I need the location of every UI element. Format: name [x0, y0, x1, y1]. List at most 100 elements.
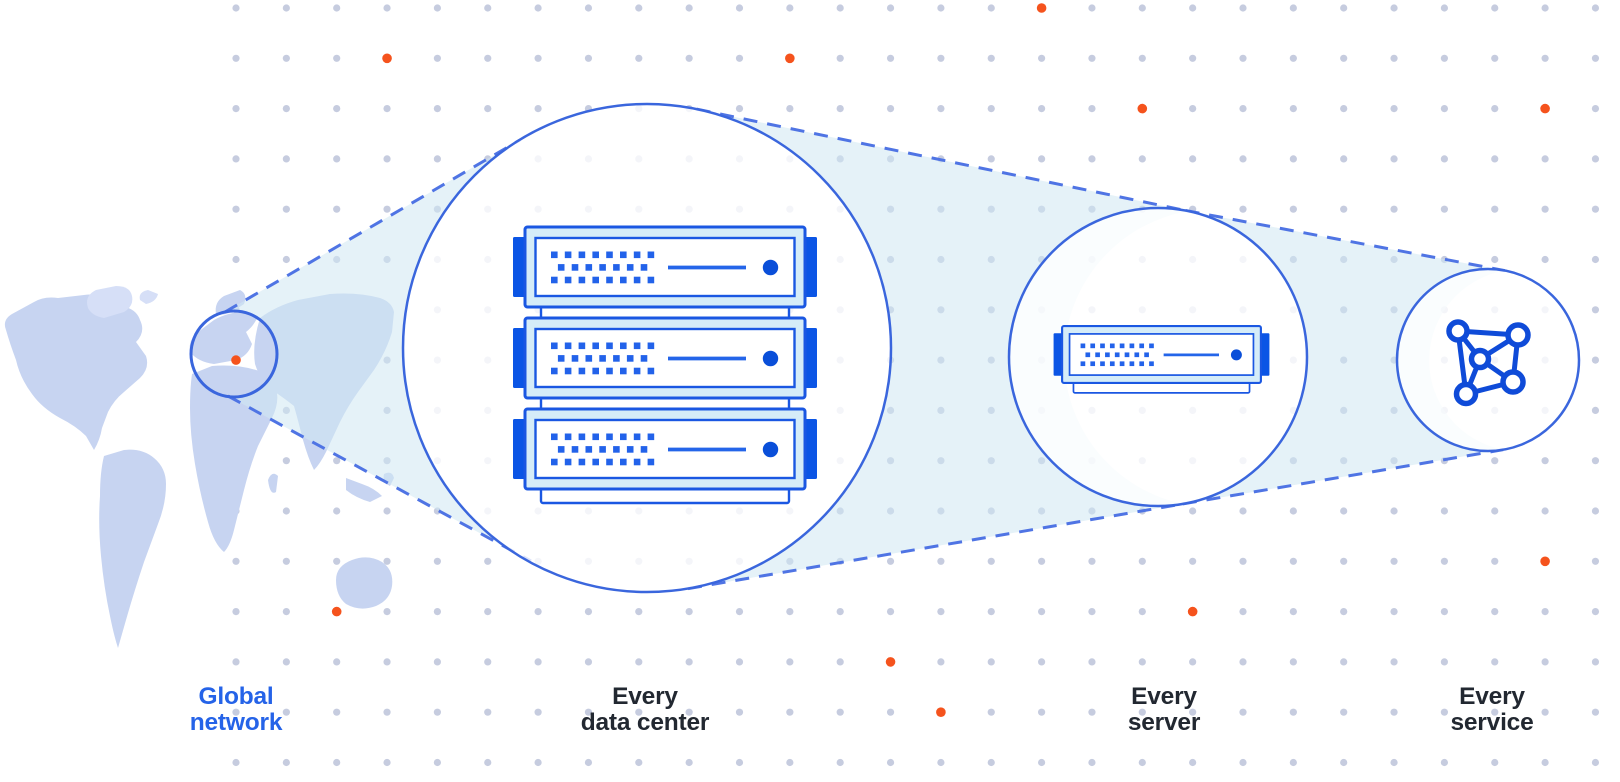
grid-dot	[886, 105, 895, 113]
vent-dot	[620, 251, 627, 259]
network-graph-edges	[1455, 328, 1521, 397]
vent-dot	[564, 458, 572, 466]
grid-dot	[1390, 205, 1398, 213]
grid-dot	[635, 658, 643, 666]
grid-dot	[1440, 4, 1448, 12]
server-unit	[1053, 325, 1270, 384]
grid-dot	[1591, 205, 1600, 213]
vent-dot	[557, 264, 565, 271]
grid-dot	[1189, 4, 1197, 12]
grid-dot	[383, 608, 391, 616]
orange-accent-dots	[231, 3, 1550, 717]
server-unit	[513, 225, 817, 309]
grid-dot	[534, 758, 542, 767]
grid-dot	[1440, 758, 1448, 767]
grid-dot	[232, 4, 240, 12]
grid-dot	[484, 4, 492, 12]
vent-dot	[1149, 361, 1154, 367]
grid-dot	[484, 658, 492, 666]
grid-dot	[1390, 105, 1398, 113]
grid-dot	[1289, 54, 1297, 62]
grid-dot	[383, 105, 391, 113]
server-led	[1230, 349, 1242, 361]
grid-dot	[433, 54, 441, 62]
grid-dot	[1038, 758, 1046, 767]
grid-dot	[433, 658, 441, 666]
grid-dot	[987, 608, 995, 616]
vent-dot	[592, 276, 599, 284]
grid-dot	[1541, 457, 1549, 465]
grid-dot	[333, 4, 341, 12]
label-every-server: Every server	[1127, 683, 1201, 736]
orange-dot	[1036, 3, 1047, 13]
grid-dot	[886, 758, 895, 767]
grid-dot	[937, 105, 945, 113]
map-australia	[336, 557, 393, 609]
grid-dot	[735, 105, 744, 113]
grid-dot	[836, 54, 844, 62]
vent-dot	[633, 251, 641, 259]
orange-dot	[885, 657, 896, 667]
grid-dot	[1088, 4, 1096, 12]
grid-dot	[635, 608, 643, 616]
grid-dot	[232, 758, 240, 767]
vent-dot	[1085, 352, 1091, 358]
grid-dot	[987, 54, 995, 62]
vent-dot	[564, 342, 572, 350]
grid-dot	[735, 54, 744, 62]
vent-dot	[613, 446, 620, 453]
grid-dot	[1390, 758, 1398, 767]
grid-dot	[1189, 54, 1197, 62]
vent-dot	[1114, 352, 1120, 358]
vent-dot	[633, 342, 641, 350]
grid-dot	[1088, 105, 1096, 113]
grid-dot	[635, 54, 643, 62]
grid-dot	[987, 4, 995, 12]
grid-dot	[685, 4, 693, 12]
global-network-highlight-circle	[189, 309, 279, 399]
grid-dot	[1390, 507, 1398, 515]
grid-dot	[1541, 658, 1549, 666]
vent-dot	[1149, 343, 1154, 349]
grid-dot	[584, 658, 593, 666]
grid-dot	[937, 658, 945, 666]
grid-dot	[937, 557, 945, 565]
grid-dot	[1491, 255, 1499, 264]
grid-dot	[937, 4, 945, 12]
grid-dot	[786, 105, 794, 113]
vent-dot	[578, 367, 586, 375]
vent-dot	[571, 264, 579, 271]
grid-dot	[1541, 54, 1549, 62]
grid-dot	[1541, 507, 1549, 515]
vent-dot	[633, 367, 641, 375]
orange-dot	[382, 53, 392, 64]
vent-dot	[557, 355, 565, 362]
grid-dot	[1390, 608, 1398, 616]
grid-dot	[1138, 658, 1146, 666]
grid-dot	[1541, 255, 1549, 264]
grid-dot	[1239, 155, 1247, 163]
vent-dot	[620, 276, 627, 284]
grid-dot	[333, 457, 341, 465]
vent-dot	[1139, 361, 1145, 367]
grid-dot	[1591, 306, 1600, 314]
network-graph-node	[1446, 319, 1470, 343]
grid-dot	[1591, 54, 1600, 62]
grid-dot	[232, 557, 240, 565]
grid-dot	[282, 105, 290, 113]
grid-dot	[987, 658, 995, 666]
grid-dot	[484, 608, 492, 616]
grid-dot	[1340, 155, 1348, 163]
grid-dot	[383, 658, 391, 666]
grid-dot	[886, 708, 895, 716]
vent-dot	[564, 276, 572, 284]
grid-dot	[433, 105, 441, 113]
server-stack-group	[513, 225, 817, 505]
grid-dot	[1289, 557, 1297, 565]
grid-dot	[1440, 105, 1448, 113]
vent-dot	[571, 355, 579, 362]
grid-dot	[534, 105, 542, 113]
cone-server-to-service	[1182, 210, 1505, 504]
vent-dot	[1119, 361, 1125, 367]
grid-dot	[1239, 608, 1247, 616]
